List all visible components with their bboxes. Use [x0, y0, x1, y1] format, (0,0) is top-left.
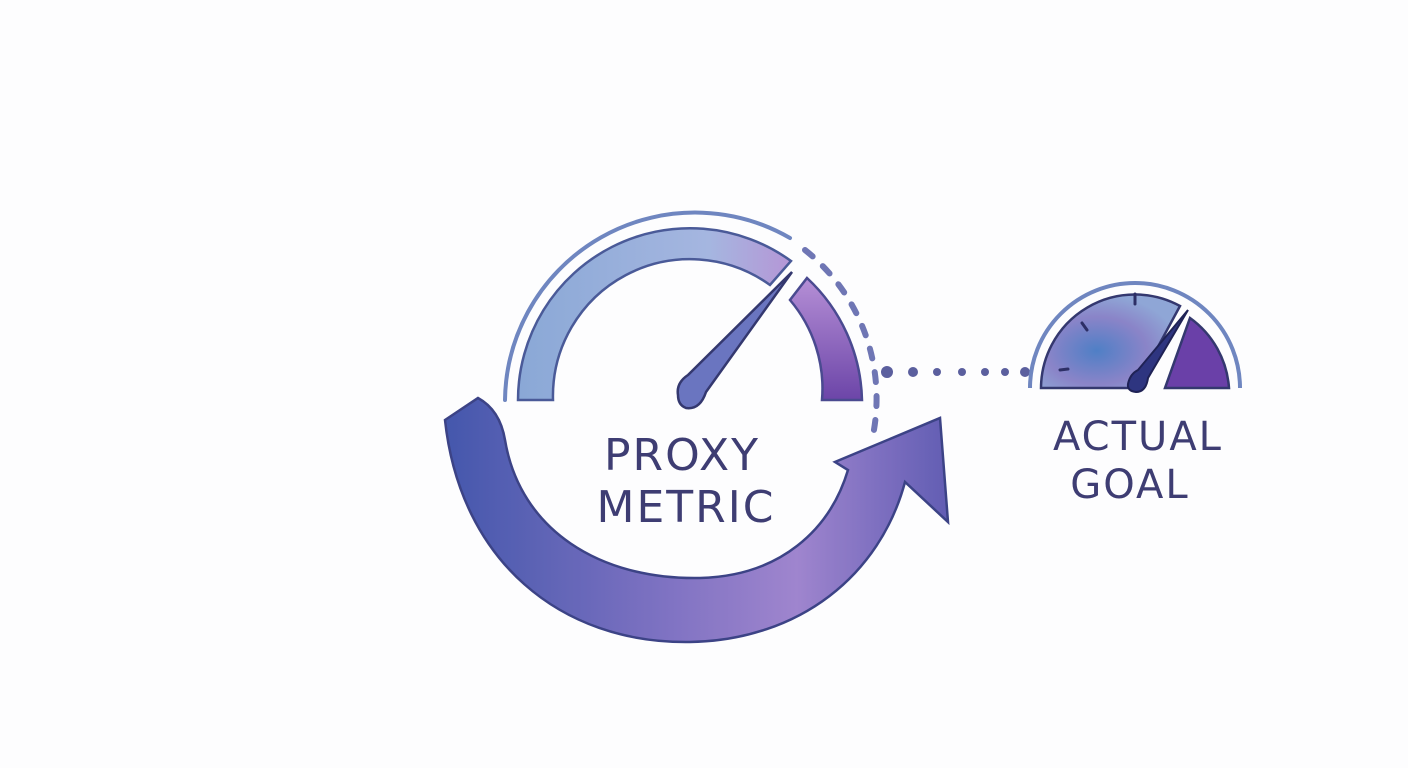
- gauge-dotted-arc: [802, 247, 880, 443]
- connector-dots: [881, 366, 1030, 378]
- gauge-outer-arc: [503, 210, 792, 402]
- goal-label-line2: GOAL: [1070, 462, 1189, 508]
- gauge-band-blue: [516, 226, 793, 402]
- goal-gauge-face: [1039, 293, 1182, 390]
- goal-gauge-outer-arc: [1028, 281, 1242, 389]
- proxy-label-line2: METRIC: [597, 482, 776, 533]
- goal-label-line1: ACTUAL: [1053, 414, 1223, 460]
- goal-gauge-target-zone: [1163, 316, 1231, 390]
- goal-gauge-needle: [1126, 309, 1189, 394]
- proxy-label-line1: PROXY: [604, 430, 760, 481]
- gauge-needle: [676, 271, 794, 410]
- gauge-band-purple: [788, 276, 864, 402]
- goal-gauge-ticks: [1058, 292, 1137, 372]
- cycle-arrow: [443, 396, 950, 644]
